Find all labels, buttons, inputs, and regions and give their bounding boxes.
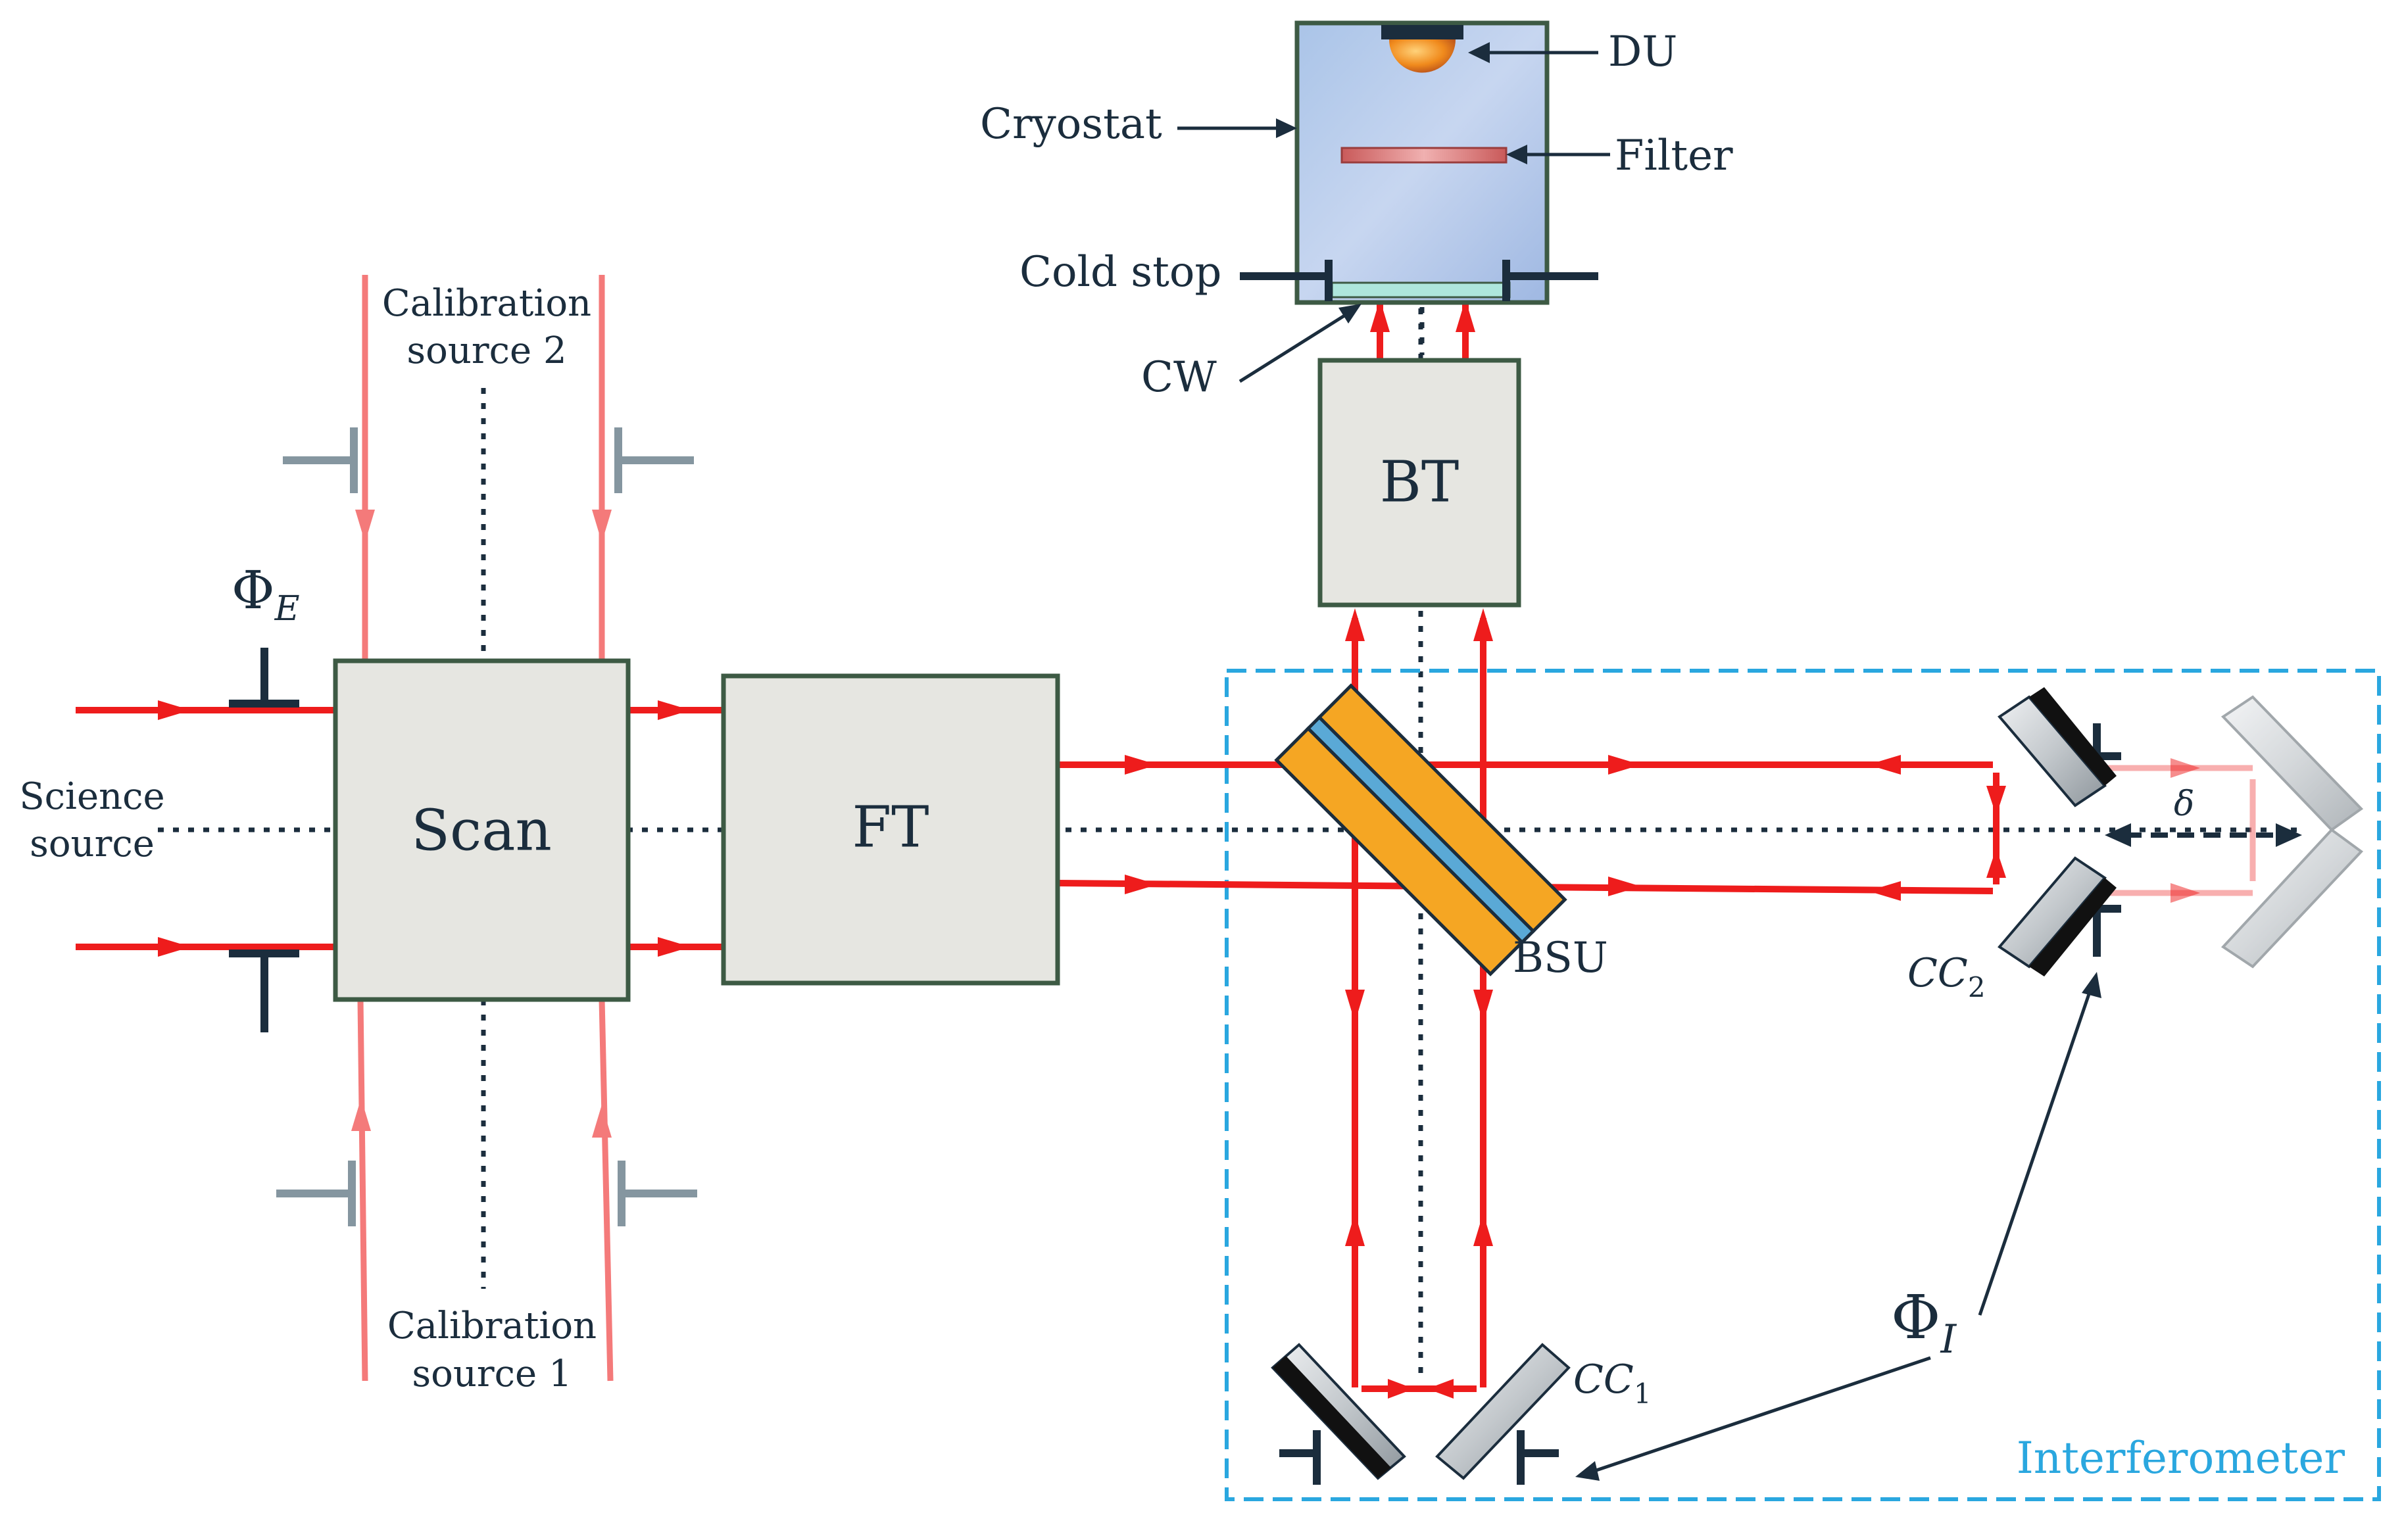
phi-i-label: ΦI (1891, 1282, 1957, 1362)
field-stops-science (229, 648, 299, 1032)
cryostat-label: Cryostat (980, 100, 1162, 149)
du-mount (1381, 25, 1463, 39)
filter-element (1340, 147, 1508, 164)
delta-label: δ (2174, 784, 2194, 824)
phi-e-main: Φ (232, 560, 275, 621)
bt-label: BT (1380, 450, 1460, 516)
interferometer-label: Interferometer (2017, 1433, 2345, 1483)
pointer-arrows (1177, 51, 2094, 1475)
cc1-main: CC (1573, 1357, 1634, 1403)
field-stops-calibration (276, 427, 697, 1226)
scan-block (333, 658, 631, 1002)
phi-i-sub: I (1940, 1316, 1957, 1362)
cc2-sub: 2 (1968, 971, 1986, 1003)
cold-stop-label: Cold stop (1019, 248, 1221, 297)
filter-label: Filter (1615, 132, 1733, 180)
phi-e-sub: E (274, 589, 300, 629)
moving-corner-cube (2220, 695, 2364, 969)
cc1-label: CC1 (1573, 1357, 1652, 1410)
calibration-source-2-line2: source 2 (406, 329, 566, 372)
corner-cube-1 (1271, 1343, 1571, 1480)
pointer-arrowheads (1276, 42, 2101, 1481)
interferometer-enclosure (1225, 669, 2381, 1501)
phi-e-label: ΦE (232, 560, 300, 629)
bsu-label: BSU (1513, 934, 1608, 982)
bt-block (1317, 358, 1521, 608)
corner-cube-2 (1998, 687, 2117, 976)
cw-label: CW (1141, 353, 1217, 402)
cc2-main: CC (1907, 950, 1968, 996)
du-label: DU (1608, 28, 1677, 76)
scan-label: Scan (411, 798, 552, 864)
calibration-source-1-line1: Calibration (387, 1305, 597, 1347)
calibration-beams (357, 275, 2256, 1382)
cryostat (1240, 20, 1598, 305)
science-source-line2: source (30, 823, 155, 865)
beam-splitter-unit (1274, 683, 1567, 976)
science-source-line1: Science (19, 775, 164, 818)
du-detector (1389, 39, 1456, 73)
calibration-source-1-line2: source 1 (412, 1353, 572, 1395)
calibration-source-2-line1: Calibration (382, 282, 591, 325)
ft-block (721, 673, 1060, 986)
cc2-label: CC2 (1907, 950, 1986, 1003)
phi-i-main: Φ (1891, 1282, 1940, 1353)
cold-window (1331, 281, 1511, 299)
cc1-sub: 1 (1634, 1378, 1652, 1410)
ft-label: FT (852, 795, 929, 861)
calibration-arrows (351, 510, 612, 1138)
delta-displacement-arrow (2105, 823, 2302, 847)
